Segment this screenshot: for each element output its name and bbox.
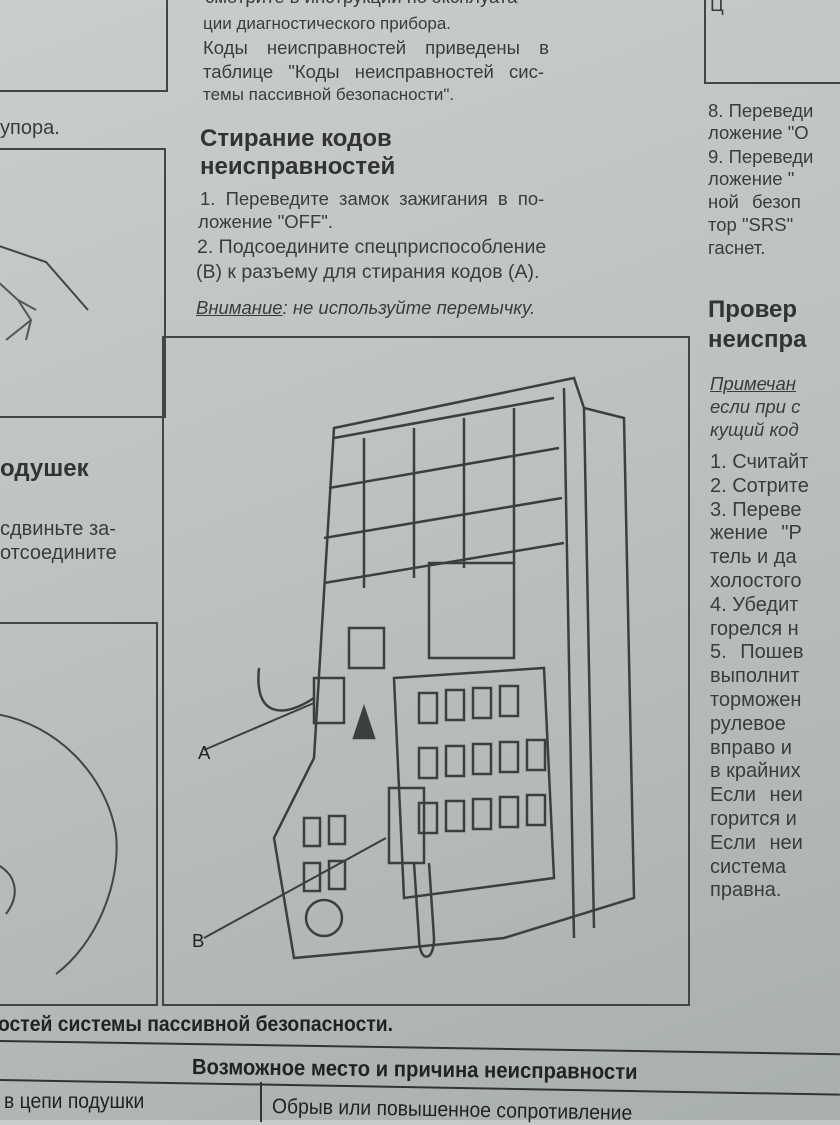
text-line: 9. Переведи xyxy=(708,146,814,167)
step-line: 2. Подсоедините спецприспособление xyxy=(197,236,547,258)
text-line: система xyxy=(710,855,787,878)
intro-line: Коды неисправностей приведены в xyxy=(203,37,549,58)
left-text-line: сдвиньте за- xyxy=(0,518,116,540)
text-line: Если неи xyxy=(710,784,803,807)
label-b: B xyxy=(192,930,205,951)
intro-line: темы пассивной безопасности". xyxy=(203,85,455,104)
text-line: 5. Пошев xyxy=(710,641,804,664)
step-line: (B) к разъему для стирания кодов (A). xyxy=(196,261,540,283)
text-line: ложение "О xyxy=(708,122,809,143)
table-header: Возможное место и причина неисправности xyxy=(191,1054,638,1085)
warning-label: Внимание xyxy=(196,297,283,318)
intro-line: смотрите в инструкции по эксплуата- xyxy=(205,0,524,8)
text-line: правна. xyxy=(710,879,782,902)
text-line: 8. Переведи xyxy=(708,100,814,121)
intro-line: ции диагностического прибора. xyxy=(203,14,452,33)
table-top-rule xyxy=(0,1040,840,1056)
section-heading: неисправностей xyxy=(200,153,396,180)
step-line: ложение "OFF". xyxy=(198,211,333,232)
text-line: в крайних xyxy=(710,760,801,783)
note-line: если при с xyxy=(710,396,801,417)
text-line: рулевое xyxy=(710,712,786,735)
left-heading: одушек xyxy=(0,455,89,482)
intro-line: таблице "Коды неисправностей сис- xyxy=(203,61,545,82)
text-line: гаснет. xyxy=(708,237,766,258)
left-figure-bottom xyxy=(0,622,158,1006)
warning-text: : не используйте перемычку. xyxy=(282,297,536,318)
right-box-text: Ц xyxy=(710,0,724,15)
note-label: Примечан xyxy=(710,373,796,394)
table-caption: остей системы пассивной безопасности. xyxy=(0,1013,394,1036)
text-line: тель и да xyxy=(710,546,797,569)
label-a: A xyxy=(198,742,211,763)
text-line: горится и xyxy=(710,807,797,830)
right-heading: Провер xyxy=(708,296,798,323)
table-column-rule xyxy=(260,1082,262,1122)
left-figure-top xyxy=(0,0,168,92)
text-line: выполнит xyxy=(710,665,800,688)
right-figure-top: Ц xyxy=(704,0,840,84)
left-figure-hand xyxy=(0,148,166,418)
table-cell: в цепи подушки xyxy=(4,1090,145,1113)
fuse-row xyxy=(302,684,547,893)
left-text-line: упора. xyxy=(0,117,60,139)
text-line: ной безоп xyxy=(708,191,801,212)
warning: Внимание: не используйте перемычку. xyxy=(196,297,535,319)
text-line: 1. Считайт xyxy=(710,451,809,473)
text-line: 4. Убедит xyxy=(710,593,799,616)
fuse-box-figure: A B xyxy=(162,336,690,1006)
text-line: ложение " xyxy=(708,168,795,189)
text-line: 2. Сотрите xyxy=(710,474,809,497)
fuse-box-illustration xyxy=(203,376,636,960)
hand-illustration xyxy=(0,713,118,975)
text-line: тор "SRS" xyxy=(708,214,794,235)
left-text-line: отсоедините xyxy=(0,542,117,564)
table-cell: Обрыв или повышенное сопротивление xyxy=(271,1095,633,1125)
text-line: торможен xyxy=(710,688,802,711)
text-line: горелся н xyxy=(710,617,799,640)
note-line: кущий код xyxy=(710,419,799,440)
right-heading: неиспра xyxy=(708,326,807,353)
connector-b xyxy=(387,786,426,865)
text-line: 3. Переве xyxy=(710,498,802,521)
text-line: вправо и xyxy=(710,736,792,759)
text-line: холостого xyxy=(710,569,802,592)
text-line: жение "Р xyxy=(710,522,802,545)
hand-illustration xyxy=(0,245,89,341)
connector-a xyxy=(312,676,346,725)
right-steps-b: 1. Считайт 2. Сотрите 3. Переве жение "Р… xyxy=(710,451,809,903)
section-heading: Стирание кодов xyxy=(200,125,392,152)
text-line: Если неи xyxy=(710,831,803,854)
step-line: 1. Переведите замок зажигания в по- xyxy=(200,188,545,209)
